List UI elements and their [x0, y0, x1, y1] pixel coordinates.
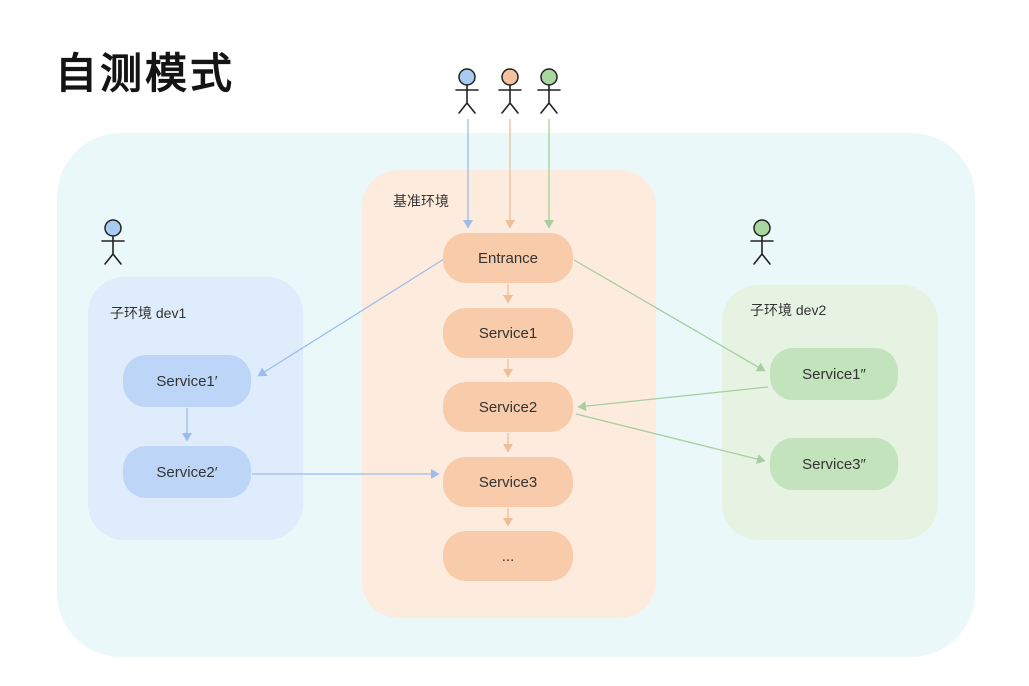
node-service1-double-prime: Service1″ [770, 348, 898, 400]
env-dev1-label: 子环境 dev1 [110, 305, 187, 321]
node-service1: Service1 [443, 308, 573, 358]
actor-user-green-icon [537, 68, 561, 114]
env-dev2-label: 子环境 dev2 [750, 302, 827, 318]
node-service2-prime: Service2′ [123, 446, 251, 498]
env-dev1-panel: 子环境 dev1 [88, 277, 303, 540]
node-service1-prime: Service1′ [123, 355, 251, 407]
actor-user-orange-icon [498, 68, 522, 114]
actor-user-blue-icon [455, 68, 479, 114]
node-entrance: Entrance [443, 233, 573, 283]
env-baseline-label: 基准环境 [393, 193, 449, 209]
page-title: 自测模式 [55, 50, 236, 97]
env-dev2-panel: 子环境 dev2 [722, 285, 938, 540]
node-service2: Service2 [443, 382, 573, 432]
node-service3-double-prime: Service3″ [770, 438, 898, 490]
node-more-services: ... [443, 531, 573, 581]
node-service3: Service3 [443, 457, 573, 507]
